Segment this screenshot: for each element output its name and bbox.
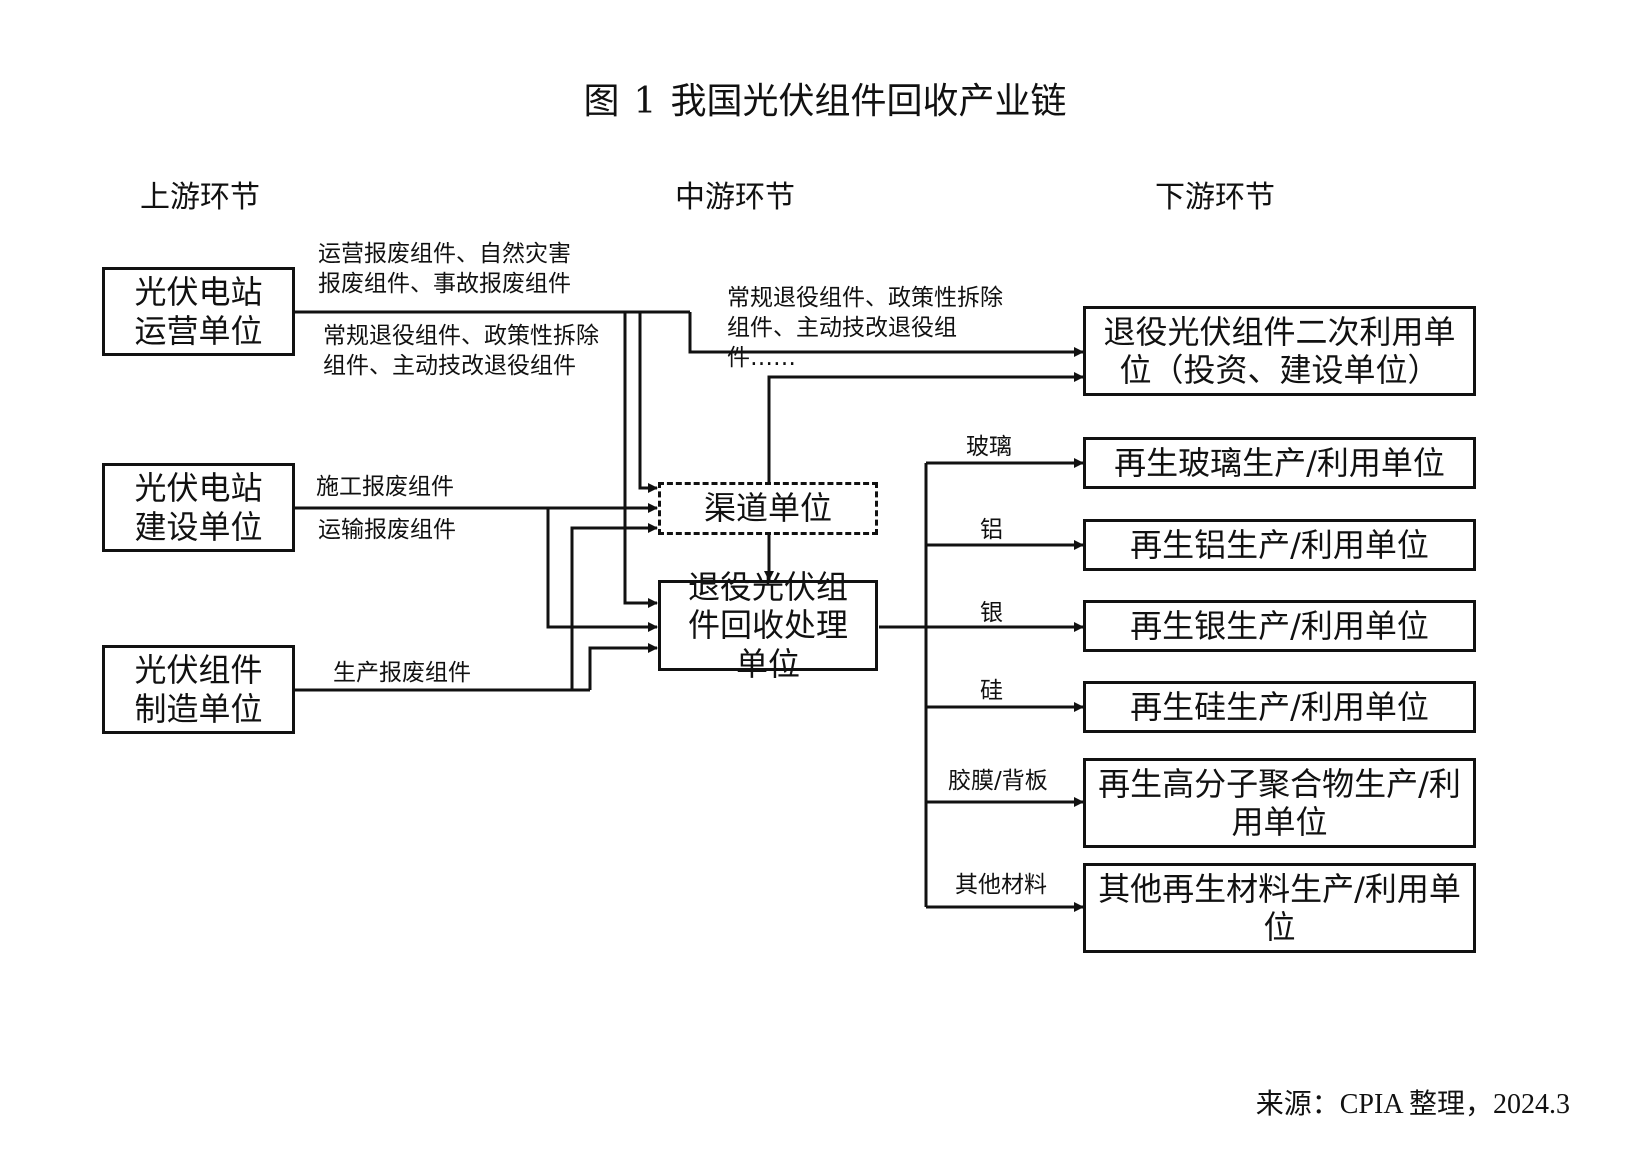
label-top-retired: 常规退役组件、政策性拆除组件、主动技改退役组件…… — [727, 285, 1003, 371]
box-glass-unit-label: 再生玻璃生产/利用单位 — [1114, 443, 1445, 482]
op-to-recycling-arrow — [623, 312, 658, 608]
figure-title-number: 1 — [633, 81, 657, 122]
label-transport-scrap: 运输报废组件 — [318, 517, 456, 543]
label-production-scrap: 生产报废组件 — [333, 660, 471, 686]
label-material-other: 其他材料 — [955, 872, 1047, 898]
box-operation-unit-label: 光伏电站运营单位 — [134, 273, 263, 350]
box-silver-unit-label: 再生银生产/利用单位 — [1130, 606, 1429, 645]
box-secondary-use-unit-label: 退役光伏组件二次利用单位（投资、建设单位） — [1103, 312, 1456, 389]
label-material-silver: 银 — [980, 600, 1003, 626]
box-recycling-unit-label: 退役光伏组件回收处理单位 — [687, 567, 848, 683]
stage-midstream: 中游环节 — [675, 180, 795, 215]
channel-to-secondary-arrow — [767, 372, 1084, 482]
box-construction-unit-label: 光伏电站建设单位 — [134, 469, 263, 546]
box-other-materials-unit-label: 其他再生材料生产/利用单位 — [1098, 869, 1461, 946]
label-operation-scrap: 运营报废组件、自然灾害报废组件、事故报废组件 — [318, 241, 571, 297]
figure-title-text: 我国光伏组件回收产业链 — [670, 81, 1067, 122]
box-recycling-unit: 退役光伏组件回收处理单位 — [658, 568, 878, 683]
box-silicon-unit: 再生硅生产/利用单位 — [1083, 681, 1476, 733]
label-material-glass: 玻璃 — [966, 434, 1012, 460]
op-to-secondary-arrow — [688, 312, 1084, 357]
box-glass-unit: 再生玻璃生产/利用单位 — [1083, 437, 1476, 489]
box-polymer-unit-label: 再生高分子聚合物生产/利用单位 — [1098, 764, 1461, 841]
box-construction-unit: 光伏电站建设单位 — [102, 463, 295, 552]
construction-to-recycling-arrow — [546, 508, 658, 632]
mfg-to-channel-arrow — [570, 523, 658, 690]
source-note: 来源：CPIA 整理，2024.3 — [1255, 1089, 1570, 1120]
box-manufacturing-unit: 光伏组件制造单位 — [102, 645, 295, 734]
box-aluminum-unit-label: 再生铝生产/利用单位 — [1130, 525, 1429, 564]
box-aluminum-unit: 再生铝生产/利用单位 — [1083, 519, 1476, 571]
op-to-channel-arrow — [638, 312, 658, 493]
box-operation-unit: 光伏电站运营单位 — [102, 267, 295, 356]
box-manufacturing-unit-label: 光伏组件制造单位 — [134, 651, 263, 728]
mfg-to-recycling-arrow — [588, 643, 658, 690]
box-silver-unit: 再生银生产/利用单位 — [1083, 600, 1476, 652]
label-operation-retired: 常规退役组件、政策性拆除组件、主动技改退役组件 — [323, 323, 599, 379]
stage-upstream: 上游环节 — [140, 180, 260, 215]
figure-title-prefix: 图 — [583, 81, 620, 122]
box-polymer-unit: 再生高分子聚合物生产/利用单位 — [1083, 758, 1476, 848]
box-silicon-unit-label: 再生硅生产/利用单位 — [1130, 687, 1429, 726]
box-channel-unit: 渠道单位 — [658, 482, 878, 535]
box-channel-unit-label: 渠道单位 — [703, 489, 832, 528]
label-construction-scrap: 施工报废组件 — [316, 474, 454, 500]
label-material-aluminum: 铝 — [980, 517, 1003, 543]
stage-downstream: 下游环节 — [1155, 180, 1275, 215]
label-material-film-backsheet: 胶膜/背板 — [948, 768, 1048, 794]
box-other-materials-unit: 其他再生材料生产/利用单位 — [1083, 863, 1476, 953]
box-secondary-use-unit: 退役光伏组件二次利用单位（投资、建设单位） — [1083, 306, 1476, 396]
label-material-silicon: 硅 — [980, 678, 1003, 704]
